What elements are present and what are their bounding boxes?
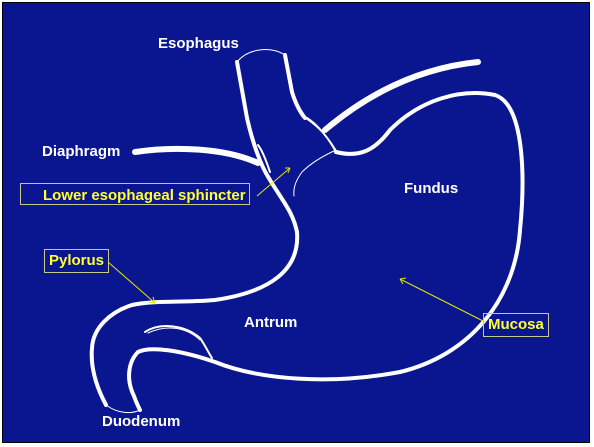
diaphragm-left-band [135,149,258,163]
sphincter-callout-line [257,168,290,196]
esophagus-cut [237,50,285,62]
antrum-label: Antrum [244,314,297,332]
duodenum-cut [106,405,140,413]
pylorus-callout-line [108,262,155,303]
pylorus-label: Pylorus [44,249,109,273]
esophagus-right-wall [285,55,305,118]
pyloric-fold-thin [148,328,200,340]
diaphragm-label: Diaphragm [42,143,120,161]
lower-esophageal-sphincter-label: Lower esophageal sphincter [20,183,250,205]
mucosa-callout-line [400,279,485,322]
esophagus-left-wall [237,62,297,232]
fundus-label: Fundus [404,180,458,198]
mucosa-label: Mucosa [483,313,549,337]
esophagus-label: Esophagus [158,35,239,53]
duodenum-inner-wall [129,352,140,410]
duodenum-label: Duodenum [102,413,180,431]
